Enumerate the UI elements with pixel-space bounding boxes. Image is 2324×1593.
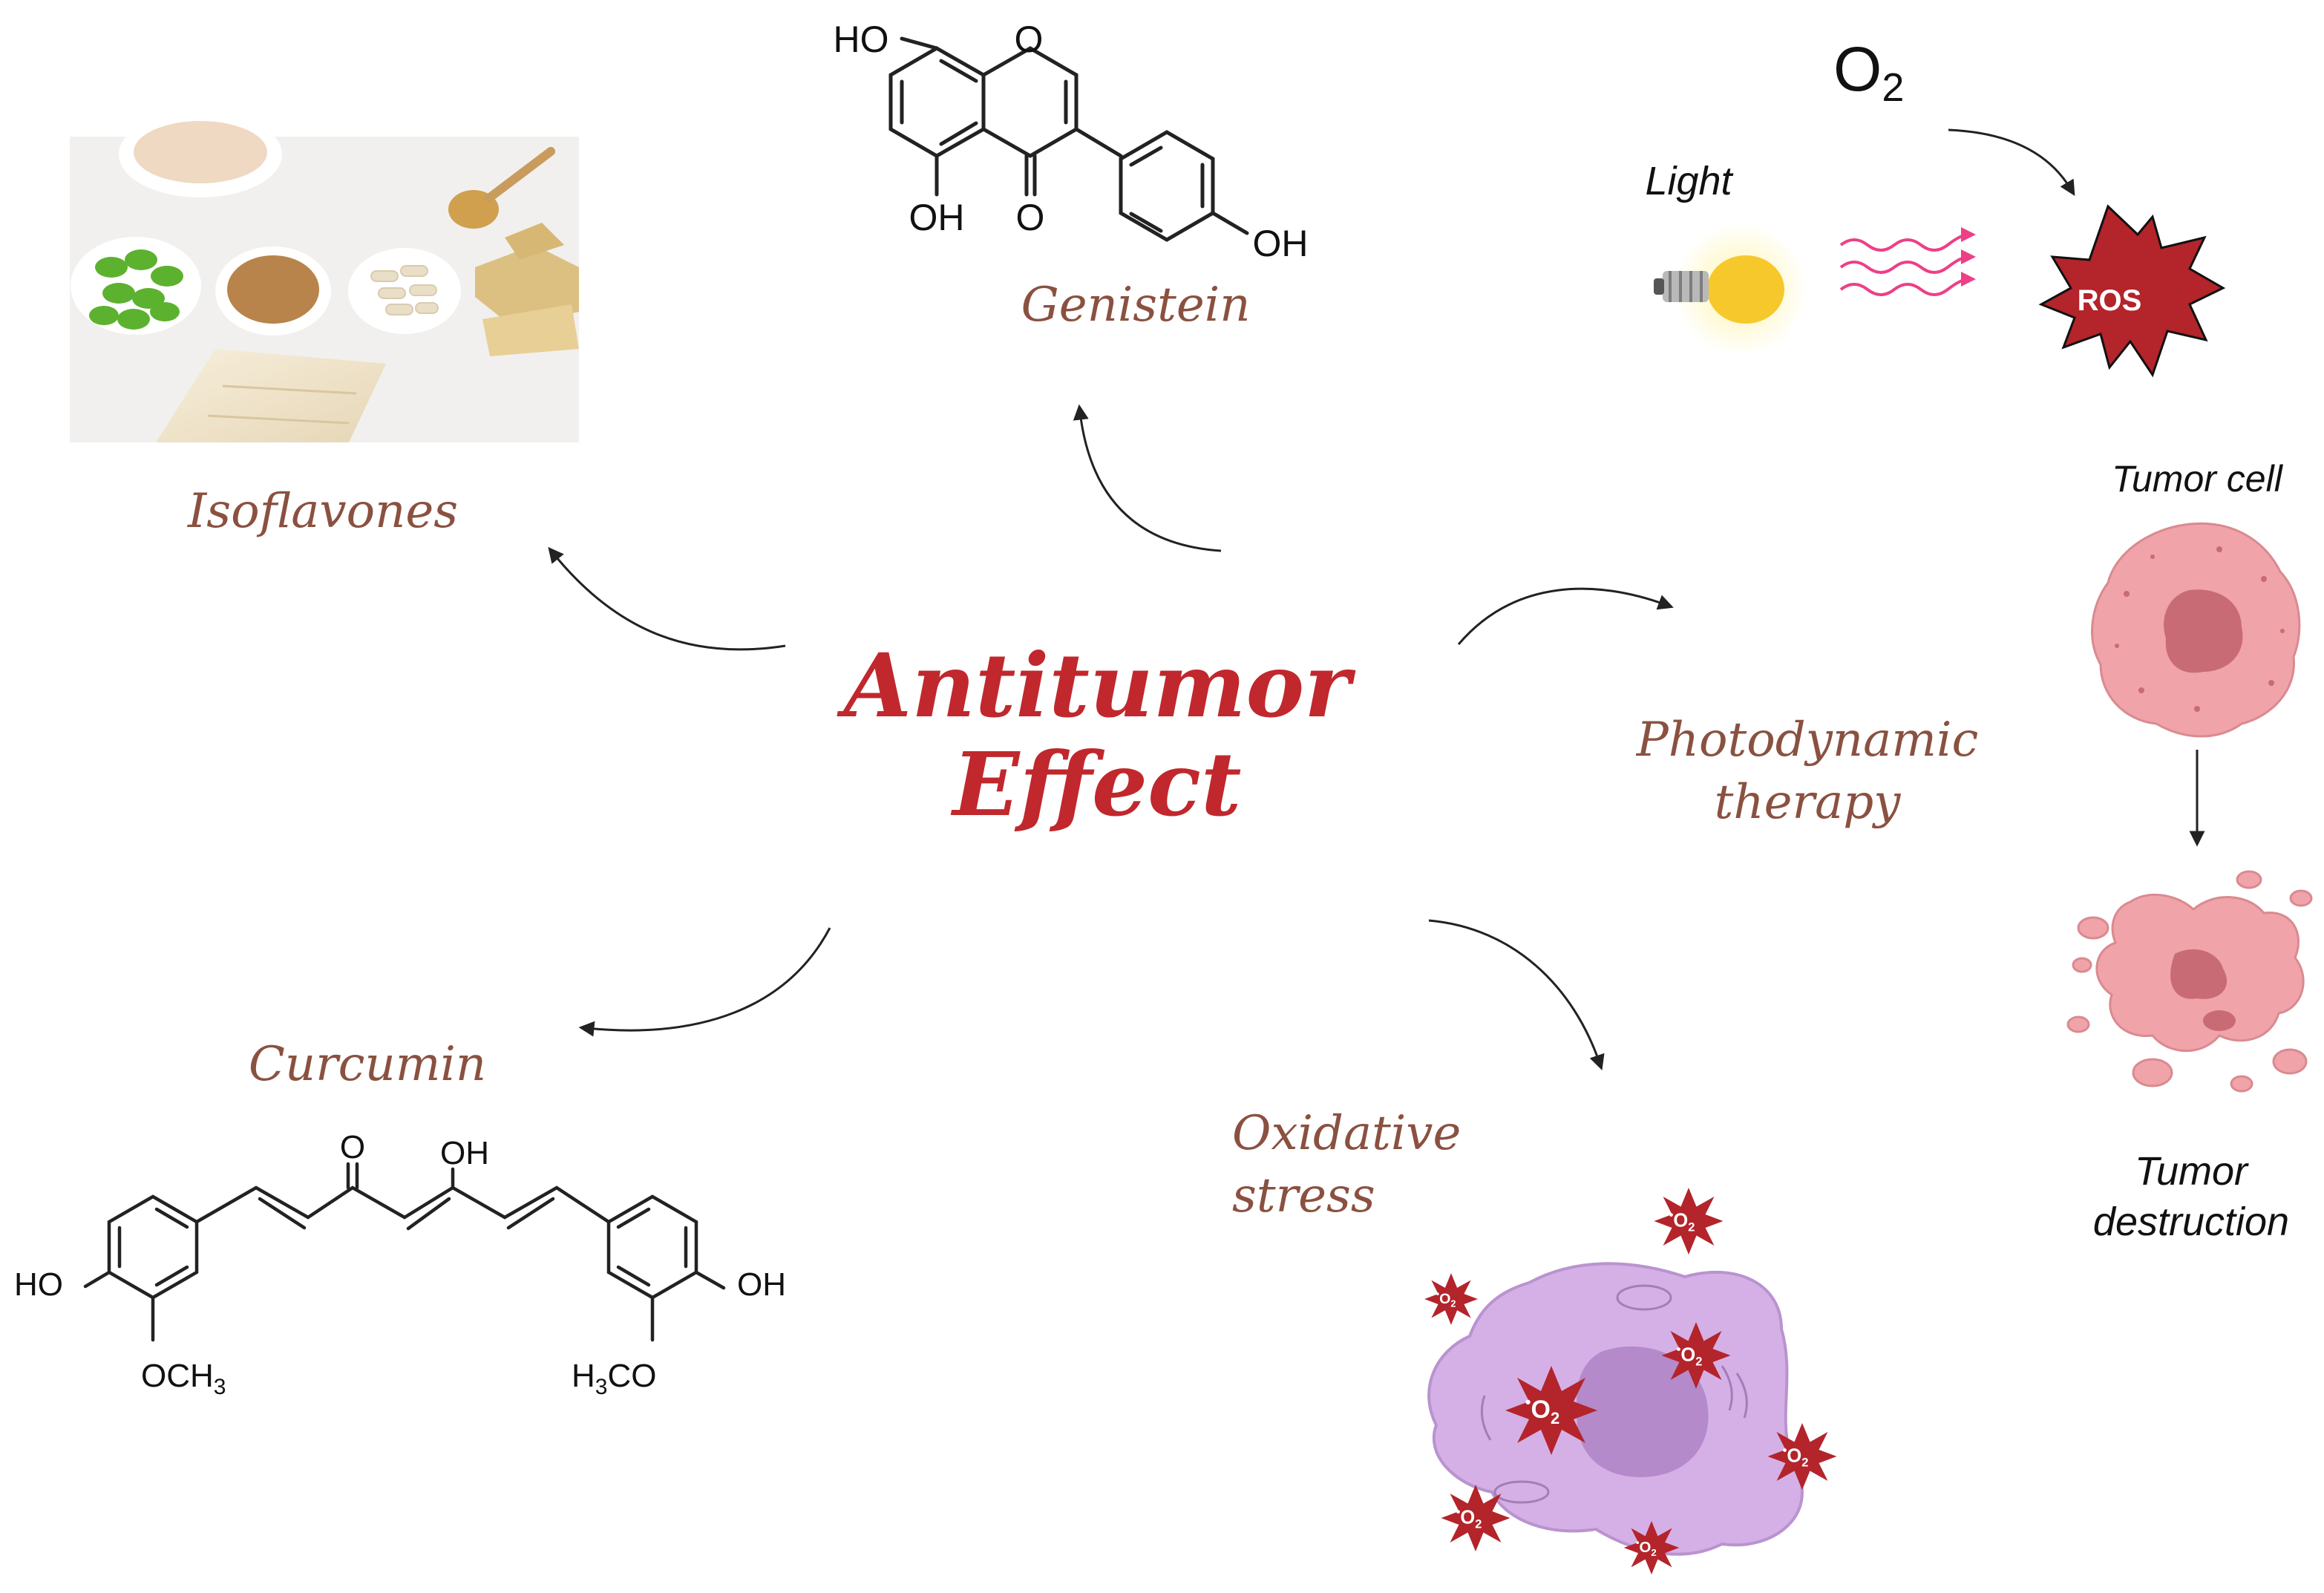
superoxide-burst: •O2 <box>1441 1485 1510 1551</box>
svg-text:•O2: •O2 <box>1669 1208 1695 1234</box>
svg-text:•O2: •O2 <box>1456 1505 1482 1531</box>
oxidative-stress-label: Oxidative stress <box>1232 1106 1461 1223</box>
svg-text:•O2: •O2 <box>1783 1444 1809 1470</box>
ros-text: ROS <box>2078 284 2142 317</box>
svg-text:•O2: •O2 <box>1677 1343 1703 1369</box>
arrow-to-pdt <box>1457 587 1674 645</box>
o2-text: O2 <box>1833 34 1904 110</box>
superoxide-bursts: •O2 •O2 •O2 •O2 •O2 •O2 •O2 <box>1424 1188 1837 1574</box>
curcumin-keto-o: O <box>340 1129 365 1165</box>
tumor-cell-icon <box>2091 522 2301 738</box>
genistein-oh-right: OH <box>1253 223 1309 264</box>
curcumin-atoms: O OH HO OCH3 H3CO OH <box>14 1129 786 1399</box>
superoxide-burst: •O2 <box>1505 1366 1597 1455</box>
light-label: Light <box>1645 159 1733 203</box>
lightbulb-icon <box>1654 223 1807 356</box>
oxygen-label: O2 <box>1833 34 1904 110</box>
curcumin-h3co-right: H3CO <box>572 1358 656 1399</box>
tumor-cell-label: Tumor cell <box>2112 458 2284 500</box>
arrow-to-oxidative-stress <box>1428 919 1605 1070</box>
arrow-to-curcumin <box>578 927 831 1037</box>
curcumin-ho-left: HO <box>14 1266 63 1303</box>
isoflavones-label: Isoflavones <box>187 484 458 539</box>
genistein-structure <box>888 36 1249 242</box>
curcumin-label: Curcumin <box>249 1037 486 1092</box>
genistein-ring-o: O <box>1015 19 1044 60</box>
pdt-label: Photodynamic therapy <box>1636 713 1979 830</box>
o2-to-ros-arrow <box>1948 128 2075 197</box>
superoxide-burst: •O2 <box>1767 1423 1837 1490</box>
svg-text:•O2: •O2 <box>1436 1289 1456 1309</box>
ox-label-line2: stress <box>1232 1168 1375 1223</box>
pdt-label-line1: Photodynamic <box>1636 713 1979 768</box>
isoflavones-food-photo <box>70 111 579 442</box>
light-waves-icon <box>1839 227 1976 296</box>
curcumin-oh-right: OH <box>737 1266 786 1303</box>
genistein-atoms: HO O OH O OH <box>834 19 1309 264</box>
superoxide-burst: •O2 <box>1424 1273 1478 1325</box>
tumor-destruction-icon <box>2066 870 2313 1093</box>
center-title-line1: Antitumor <box>837 634 1357 737</box>
superoxide-burst: •O2 <box>1623 1521 1680 1574</box>
curcumin-enol-oh: OH <box>440 1135 489 1171</box>
genistein-keto-o: O <box>1016 197 1045 238</box>
genistein-oh-bottom: OH <box>909 197 965 238</box>
arrow-to-isoflavones <box>548 546 786 651</box>
superoxide-burst: •O2 <box>1661 1322 1731 1389</box>
arrow-to-genistein <box>1073 404 1222 552</box>
pdt-label-line2: therapy <box>1715 775 1902 830</box>
svg-text:•O2: •O2 <box>1636 1537 1657 1558</box>
ox-label-line1: Oxidative <box>1232 1106 1461 1161</box>
center-title-line2: Effect <box>951 733 1242 836</box>
genistein-label: Genistein <box>1021 278 1251 333</box>
ros-burst-icon: ROS <box>2038 204 2226 378</box>
center-title: Antitumor Effect <box>837 634 1357 836</box>
tumor-destruction-line2: destruction <box>2093 1200 2289 1244</box>
superoxide-burst: •O2 <box>1654 1188 1724 1255</box>
curcumin-och3-left: OCH3 <box>141 1358 226 1399</box>
curcumin-structure <box>83 1162 726 1342</box>
stressed-cell-icon <box>1427 1262 1804 1556</box>
tumor-destruction-label: Tumor destruction <box>2093 1149 2289 1244</box>
genistein-ho: HO <box>834 19 889 60</box>
svg-text:•O2: •O2 <box>1525 1393 1559 1427</box>
radial-arrows <box>548 404 1674 1070</box>
tumor-destruction-line1: Tumor <box>2135 1149 2249 1194</box>
